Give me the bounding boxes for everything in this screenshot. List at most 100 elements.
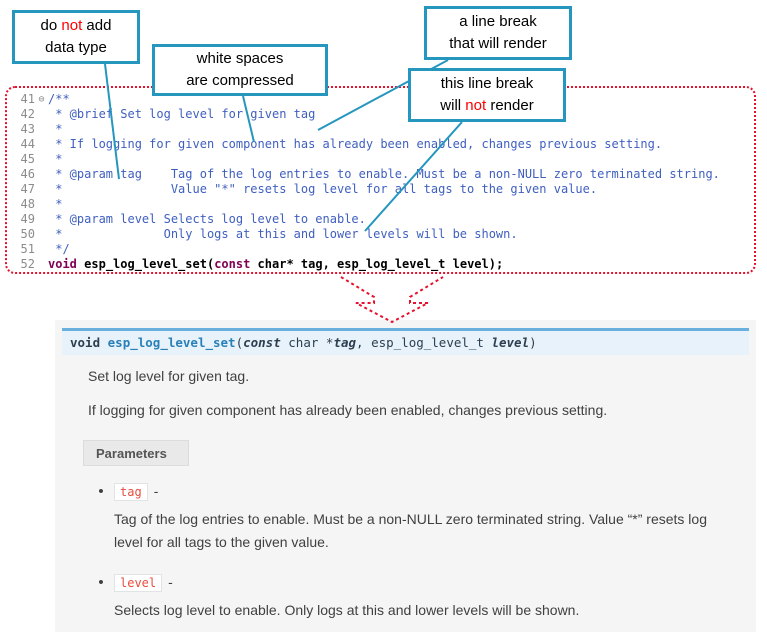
code-line: 49 * @param level Selects log level to e… — [13, 212, 754, 227]
code-token: * Only logs at this and lower levels wil… — [48, 227, 518, 241]
code-token: * — [48, 122, 63, 136]
signature-token: ( — [235, 335, 244, 350]
callout-text: not — [465, 97, 487, 114]
code-text: * If logging for given component has alr… — [48, 137, 662, 152]
bullet-icon: • — [98, 574, 104, 591]
code-line: 41⊖/** — [13, 92, 754, 107]
code-token: * — [48, 197, 63, 211]
param-name-chip: level — [114, 574, 163, 592]
signature-token: esp_log_level_set — [107, 335, 236, 350]
fold-gutter — [35, 167, 48, 182]
code-text: void esp_log_level_set(const char* tag, … — [48, 257, 503, 272]
callout-white-spaces-compressed: white spaces are compressed — [152, 44, 328, 96]
callout-line: data type — [15, 37, 137, 59]
code-line: 47 * Value "*" resets log level for all … — [13, 182, 754, 197]
callout-line-break-not-render: this line break will not render — [408, 68, 566, 122]
code-text: /** — [48, 92, 70, 107]
code-editor-snippet: 41⊖/**42 * @brief Set log level for give… — [5, 86, 756, 274]
callout-text: white spaces — [196, 50, 284, 68]
code-text: * @brief Set log level for given tag — [48, 107, 315, 122]
line-number: 42 — [20, 107, 35, 121]
callout-text: add — [82, 17, 112, 35]
line-number: 41 — [20, 92, 35, 106]
code-token: * — [48, 152, 63, 166]
callout-text: data type — [45, 39, 107, 56]
code-line: 52 void esp_log_level_set(const char* ta… — [13, 257, 754, 272]
down-arrow-icon — [340, 276, 444, 324]
signature-token: tag — [333, 335, 357, 350]
line-number: 45 — [20, 152, 35, 166]
param-separator: - — [168, 574, 173, 590]
code-text: * — [48, 122, 62, 137]
callout-line: white spaces — [155, 48, 325, 70]
code-token: const — [214, 257, 251, 271]
signature-token: char * — [280, 335, 334, 350]
code-token: * @param level Selects log level to enab… — [48, 212, 366, 226]
line-number: 47 — [20, 182, 35, 196]
code-line: 42 * @brief Set log level for given tag — [13, 107, 754, 122]
signature-token: , esp_log_level_t — [356, 335, 492, 350]
callout-line: that will render — [427, 33, 569, 55]
param-item: •tag- Tag of the log entries to enable. M… — [88, 483, 732, 554]
code-text: * @param tag Tag of the log entries to e… — [48, 167, 720, 182]
function-signature: void esp_log_level_set(const char *tag, … — [62, 328, 749, 355]
code-line: 51 */ — [13, 242, 754, 257]
param-item: •level-Selects log level to enable. Only… — [88, 574, 732, 622]
fold-gutter — [35, 182, 48, 197]
callout-text: that will render — [449, 35, 547, 52]
description-text: If logging for given component has alrea… — [88, 402, 608, 418]
code-text: * Value "*" resets log level for all tag… — [48, 182, 597, 197]
code-line: 46 * @param tag Tag of the log entries t… — [13, 167, 754, 182]
fold-gutter — [35, 152, 48, 167]
fold-gutter — [35, 197, 48, 212]
param-bullet-line: • level- — [88, 574, 732, 592]
fold-gutter — [35, 257, 48, 272]
code-token: * @param tag Tag of the log entries to e… — [48, 167, 720, 181]
code-token: */ — [48, 242, 70, 256]
line-number: 44 — [20, 137, 35, 151]
callout-text: render — [486, 97, 534, 114]
code-line: 44 * If logging for given component has … — [13, 137, 754, 152]
signature-token: const — [243, 335, 281, 350]
code-line: 50 * Only logs at this and lower levels … — [13, 227, 754, 242]
param-bullet-line: •tag- — [88, 483, 732, 501]
code-token: * If logging for given component has alr… — [48, 137, 663, 151]
code-lines: 41⊖/**42 * @brief Set log level for give… — [13, 92, 754, 272]
code-token: * Value "*" resets log level for all tag… — [48, 182, 598, 196]
line-number: 50 — [20, 227, 35, 241]
code-token: /** — [48, 92, 70, 106]
code-text: * @param level Selects log level to enab… — [48, 212, 366, 227]
signature-token: ) — [529, 335, 537, 350]
param-description: Tag of the log entries to enable. Must b… — [114, 511, 707, 550]
line-number: 52 — [20, 257, 35, 271]
fold-gutter — [35, 122, 48, 137]
fold-gutter — [35, 137, 48, 152]
fold-gutter — [35, 227, 48, 242]
callout-line: a line break — [427, 11, 569, 33]
code-token: char* tag, esp_log_level_t level); — [250, 257, 504, 271]
param-list: •tag- Tag of the log entries to enable. M… — [88, 483, 732, 637]
code-token: void — [48, 257, 77, 271]
callout-text: are compressed — [186, 72, 294, 89]
code-token: esp_log_level_set — [84, 257, 207, 271]
fold-marker-icon[interactable]: ⊖ — [38, 94, 45, 105]
callout-line-break-renders: a line break that will render — [424, 6, 572, 60]
param-separator: - — [153, 483, 159, 499]
callout-text: not — [61, 17, 83, 35]
callout-line: will not render — [411, 95, 563, 117]
code-text: * — [48, 197, 62, 212]
fold-gutter — [35, 107, 48, 122]
code-line: 43 * — [13, 122, 754, 137]
bullet-icon: • — [98, 483, 104, 500]
callout-text: a line break — [459, 13, 537, 31]
code-text: */ — [48, 242, 70, 257]
code-line: 48 * — [13, 197, 754, 212]
callout-text: this line break — [440, 75, 534, 93]
brief-text: Set log level for given tag. — [88, 368, 250, 384]
code-line: 45 * — [13, 152, 754, 167]
line-number: 48 — [20, 197, 35, 211]
code-text: * — [48, 152, 62, 167]
signature-token: level — [491, 335, 530, 350]
